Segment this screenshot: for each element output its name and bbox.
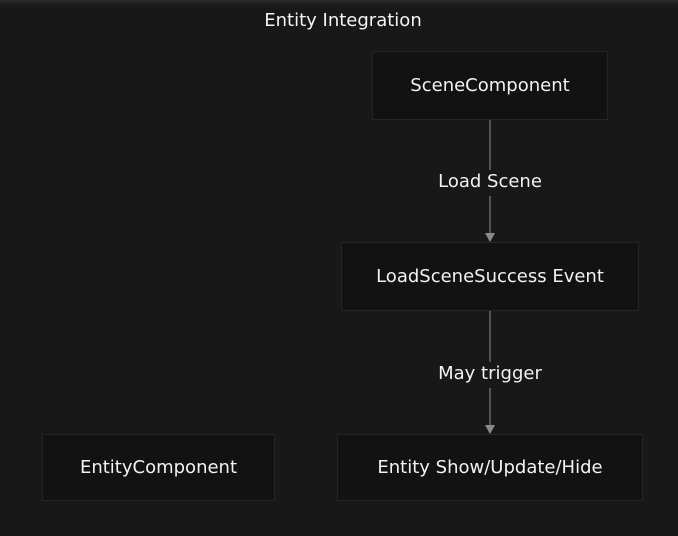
node-entity-show-update-hide: Entity Show/Update/Hide [337,434,643,501]
node-entity-show-update-hide-label: Entity Show/Update/Hide [377,457,603,478]
node-load-scene-success-event: LoadSceneSuccess Event [341,242,639,311]
node-load-scene-success-event-label: LoadSceneSuccess Event [376,266,604,287]
node-scene-component-label: SceneComponent [410,75,570,96]
node-entity-component-label: EntityComponent [79,457,238,478]
edge-label-load-scene: Load Scene [430,170,550,194]
edge-load-scene-arrowhead [485,233,495,242]
edge-label-may-trigger: May trigger [428,362,552,386]
node-scene-component: SceneComponent [372,51,608,120]
top-edge-strip [0,0,678,5]
node-entity-component: EntityComponent [42,434,275,501]
edge-may-trigger-arrowhead [485,425,495,434]
diagram-title: Entity Integration [264,10,422,31]
